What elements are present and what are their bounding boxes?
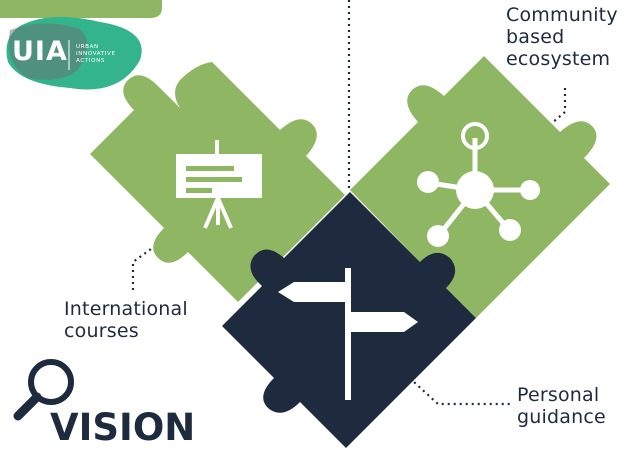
label-community: Community based ecosystem (506, 4, 618, 70)
community-connector (519, 88, 567, 151)
presentation-board-icon (176, 140, 262, 229)
logo-line-2: INNOVATIVE (76, 51, 116, 57)
logo-line-3: ACTIONS (76, 58, 106, 64)
signpost-icon (278, 268, 418, 400)
label-personal-line-1: Personal (517, 384, 600, 406)
label-personal-line-2: guidance (517, 406, 606, 428)
uia-logo (6, 16, 142, 90)
network-hub-icon (417, 122, 540, 247)
top-box (0, 0, 162, 18)
logo-line-1: URBAN (76, 44, 99, 50)
label-international: International courses (64, 298, 188, 342)
label-international-line-2: courses (64, 320, 139, 342)
label-international-line-1: International (64, 298, 188, 320)
label-community-line-1: Community (506, 4, 618, 26)
magnifier-icon (13, 359, 74, 421)
label-community-line-2: based (506, 26, 565, 48)
logo-abbreviation: UIA (12, 36, 68, 67)
label-community-line-3: ecosystem (506, 48, 611, 70)
logo-full-name: URBAN INNOVATIVE ACTIONS (76, 44, 116, 65)
vision-heading: VISION (50, 406, 196, 449)
label-personal: Personal guidance (517, 384, 606, 428)
